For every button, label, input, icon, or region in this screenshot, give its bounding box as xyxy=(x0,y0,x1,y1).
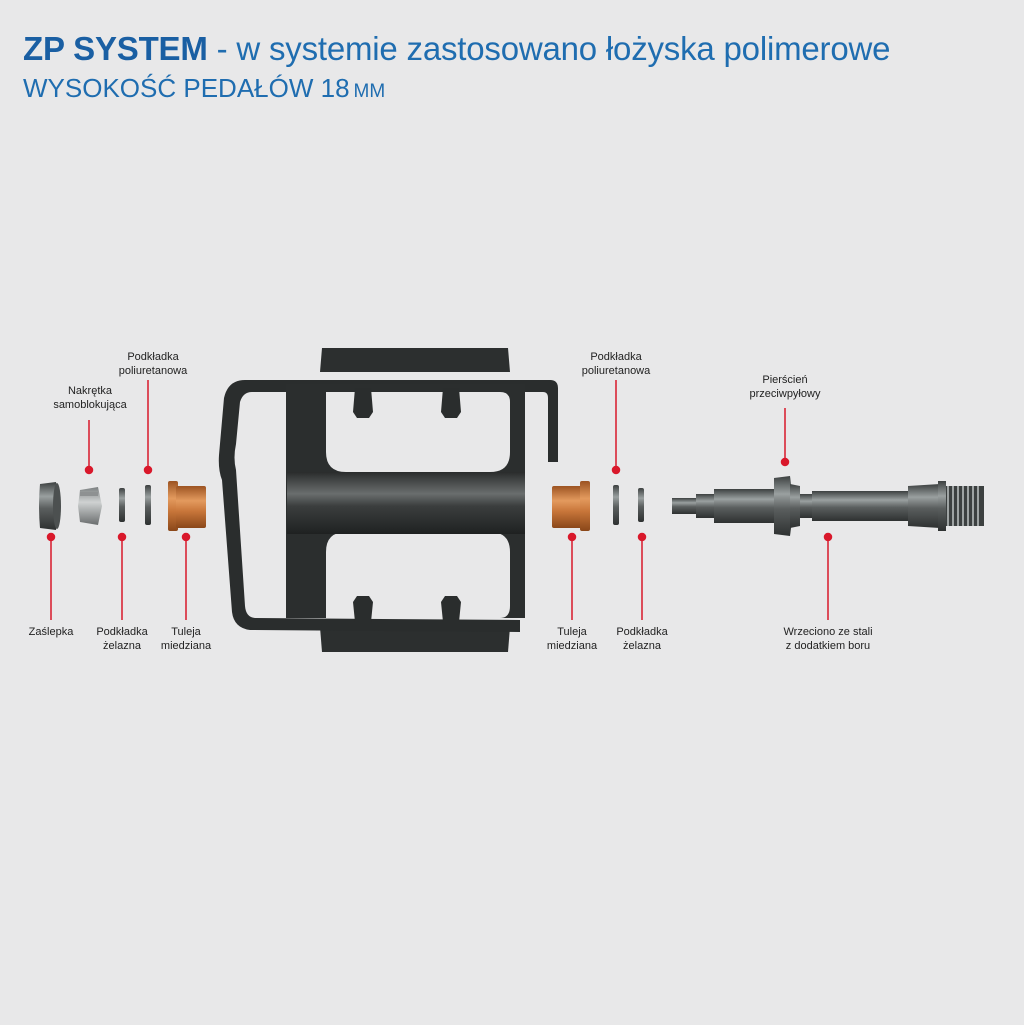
pedal-top-plate xyxy=(320,348,510,372)
pedal-height-label: WYSOKOŚĆ PEDAŁÓW 18 xyxy=(23,73,350,103)
locknut xyxy=(78,487,102,525)
title-tagline: - w systemie zastosowano łożyska polimer… xyxy=(207,30,891,67)
pedal-pins-bottom xyxy=(353,596,461,622)
polyurethane-washer-left xyxy=(145,485,151,525)
end-cap xyxy=(39,482,61,530)
pedal-bottom-plate xyxy=(320,627,510,652)
pedal-axle-housing xyxy=(287,472,525,534)
spindle xyxy=(672,476,984,536)
page-title: ZP SYSTEM - w systemie zastosowano łożys… xyxy=(23,30,890,68)
iron-washer-left xyxy=(119,488,125,522)
copper-bushing-right xyxy=(552,481,590,531)
iron-washer-right xyxy=(638,488,644,522)
copper-bushing-left xyxy=(168,481,206,531)
pedal-pins-top xyxy=(353,388,461,418)
brand-name: ZP SYSTEM xyxy=(23,30,208,67)
leader-lines xyxy=(46,380,833,620)
spindle-thread xyxy=(946,486,984,526)
polyurethane-washer-right xyxy=(613,485,619,525)
pedal-body xyxy=(218,348,559,652)
pedal-height-unit: MM xyxy=(353,81,386,102)
pedal-cutout-bottom xyxy=(326,532,510,618)
pedal-cutout-top xyxy=(326,392,510,472)
label-end-cap: Zaślepka xyxy=(28,626,74,638)
